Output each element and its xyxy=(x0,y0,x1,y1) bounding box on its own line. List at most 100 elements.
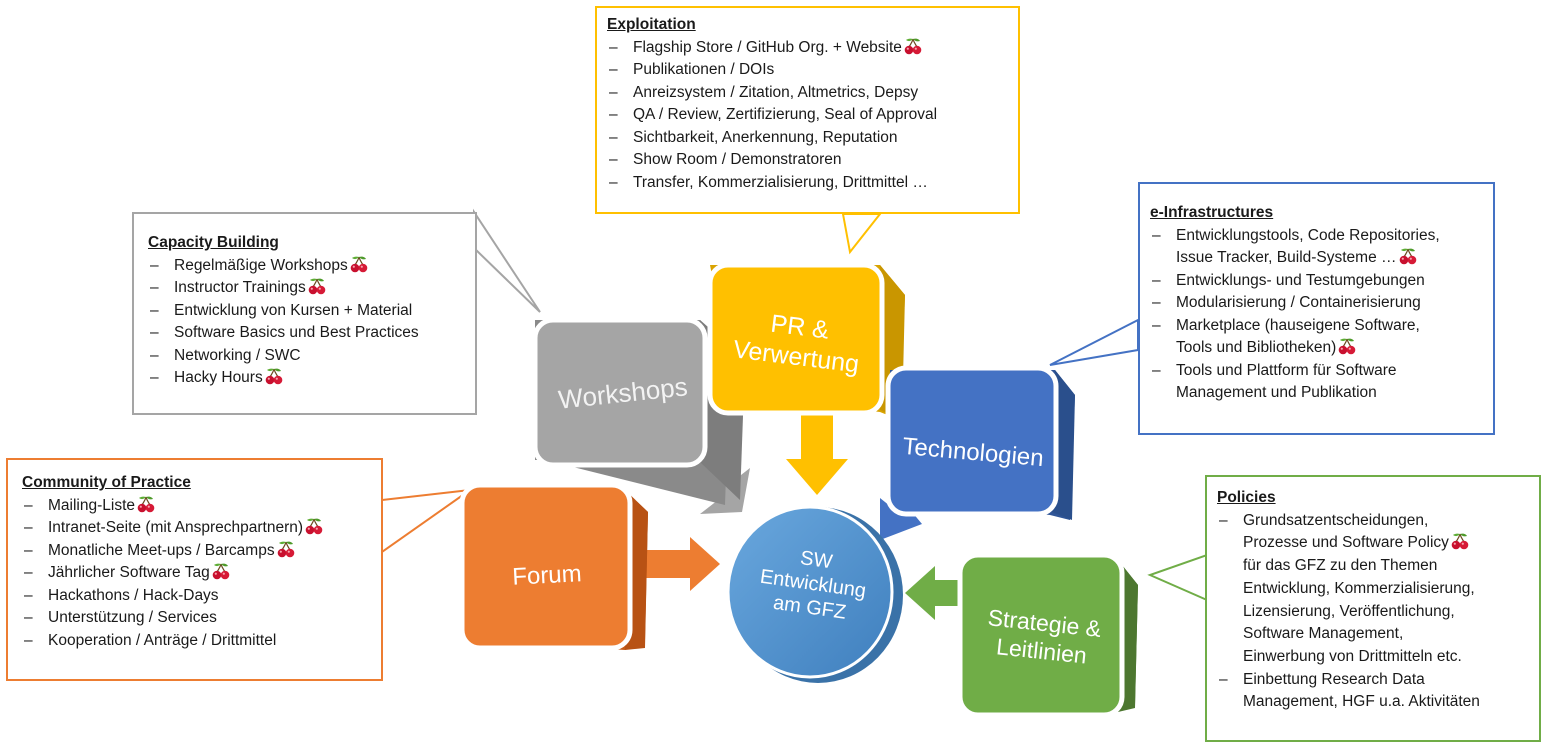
center-circle[interactable] xyxy=(726,505,903,683)
capacity-item-text: Instructor Trainings xyxy=(174,279,306,296)
exploitation-item-text: Transfer, Kommerzialisierung, Drittmitte… xyxy=(633,173,928,191)
community-list-item: Hackathons / Hack-Days xyxy=(22,585,373,608)
capacity-list: Regelmäßige WorkshopsInstructor Training… xyxy=(148,255,465,390)
einfra-list-item: Marketplace (hauseigene Software, Tools u… xyxy=(1150,315,1485,360)
community-list: Mailing-ListeIntranet-Seite (mit Ansprec… xyxy=(22,495,373,653)
capacity-list-item: Hacky Hours xyxy=(148,367,465,390)
einfra-list-item: Tools und Plattform für SoftwareManageme… xyxy=(1150,360,1485,405)
policies-item-text: Entwicklung, Kommerzialisierung, xyxy=(1243,579,1475,597)
cherry-icon xyxy=(277,541,294,557)
community-list-item: Mailing-Liste xyxy=(22,495,373,518)
einfra-item-text: Marketplace (hauseigene Software, xyxy=(1176,316,1420,334)
exploitation-list: Flagship Store / GitHub Org. + WebsitePu… xyxy=(607,37,1008,195)
policies-item-text: Prozesse und Software Policy xyxy=(1243,534,1449,552)
community-title: Community of Practice xyxy=(22,474,191,491)
policies-item-text: Software Management, xyxy=(1243,625,1404,643)
exploitation-title: Exploitation xyxy=(607,16,696,33)
exploitation-item-text: Show Room / Demonstratoren xyxy=(633,151,842,168)
cherry-icon xyxy=(212,563,229,580)
einfra-item-text: Issue Tracker, Build-Systeme … xyxy=(1176,249,1397,266)
einfra-item-text: Tools und Plattform für Software xyxy=(1176,361,1397,379)
einfra-callout: e-Infrastructures Entwicklungstools, Cod… xyxy=(1138,182,1495,435)
cherry-icon xyxy=(308,278,326,295)
policies-title: Policies xyxy=(1217,489,1276,506)
strategie-arrow xyxy=(905,566,965,620)
community-item-text: Intranet-Seite (mit Ansprechpartnern) xyxy=(48,519,304,536)
exploitation-item-text: Publikationen / DOIs xyxy=(633,61,775,78)
pr-block[interactable] xyxy=(707,262,905,420)
forum-arrow xyxy=(640,537,720,591)
cherry-icon xyxy=(350,256,368,272)
capacity-title: Capacity Building xyxy=(148,234,279,251)
capacity-item-text: Networking / SWC xyxy=(174,346,301,364)
exploitation-list-item: Flagship Store / GitHub Org. + Website xyxy=(607,37,1008,60)
capacity-list-item: Regelmäßige Workshops xyxy=(148,255,465,278)
technologien-block[interactable] xyxy=(885,365,1075,520)
einfra-list-item: Entwicklungstools, Code Repositories, Iss… xyxy=(1150,225,1485,270)
community-callout: Community of Practice Mailing-ListeIntra… xyxy=(6,458,383,681)
policies-item-text: Grundsatzentscheidungen, xyxy=(1243,511,1429,529)
capacity-pointer xyxy=(473,208,541,313)
cherry-icon xyxy=(1399,248,1416,265)
policies-item-text: Einwerbung von Drittmitteln etc. xyxy=(1243,647,1462,665)
exploitation-list-item: Anreizsystem / Zitation, Altmetrics, Dep… xyxy=(607,82,1008,105)
community-item-text: Hackathons / Hack-Days xyxy=(48,586,219,604)
capacity-list-item: Instructor Trainings xyxy=(148,277,465,300)
capacity-list-item: Software Basics und Best Practices xyxy=(148,322,465,345)
policies-list-item: Grundsatzentscheidungen, Prozesse und Sof… xyxy=(1217,510,1533,669)
community-item-text: Kooperation / Anträge / Drittmittel xyxy=(48,631,277,649)
einfra-list-item: Modularisierung / Containerisierung xyxy=(1150,292,1485,315)
cherry-icon xyxy=(1451,533,1469,550)
einfra-title: e-Infrastructures xyxy=(1150,204,1274,221)
exploitation-list-item: Sichtbarkeit, Anerkennung, Reputation xyxy=(607,127,1008,150)
capacity-callout: Capacity Building Regelmäßige WorkshopsI… xyxy=(132,212,477,415)
community-pointer xyxy=(381,489,471,554)
community-list-item: Kooperation / Anträge / Drittmittel xyxy=(22,630,373,653)
capacity-item-text: Entwicklung von Kursen + Material xyxy=(174,301,413,319)
community-list-item: Monatliche Meet-ups / Barcamps xyxy=(22,540,373,563)
community-item-text: Unterstützung / Services xyxy=(48,609,217,626)
cherry-icon xyxy=(1338,338,1356,355)
einfra-item-text: Entwicklungs- und Testumgebungen xyxy=(1176,271,1425,289)
capacity-list-item: Networking / SWC xyxy=(148,345,465,368)
community-list-item: Jährlicher Software Tag xyxy=(22,562,373,585)
einfra-list-item: Entwicklungs- und Testumgebungen xyxy=(1150,270,1485,293)
policies-item-text: Lizensierung, Veröffentlichung, xyxy=(1243,602,1455,620)
einfra-item-text: Tools und Bibliotheken) xyxy=(1176,339,1337,356)
exploitation-callout: Exploitation Flagship Store / GitHub Org… xyxy=(595,6,1020,214)
exploitation-list-item: Show Room / Demonstratoren xyxy=(607,149,1008,172)
exploitation-list-item: QA / Review, Zertifizierung, Seal of App… xyxy=(607,104,1008,127)
exploitation-item-text: Anreizsystem / Zitation, Altmetrics, Dep… xyxy=(633,83,919,101)
exploitation-list-item: Publikationen / DOIs xyxy=(607,59,1008,82)
exploitation-pointer xyxy=(841,213,883,255)
policies-item-text: für das GFZ zu den Themen xyxy=(1243,557,1438,575)
community-item-text: Mailing-Liste xyxy=(48,496,136,514)
policies-item-text: Management, HGF u.a. Aktivitäten xyxy=(1243,693,1480,711)
pr-arrow xyxy=(786,414,848,495)
cherry-icon xyxy=(265,368,283,385)
community-list-item: Intranet-Seite (mit Ansprechpartnern) xyxy=(22,517,373,540)
policies-item-text: Einbettung Research Data xyxy=(1243,670,1425,688)
einfra-pointer xyxy=(1049,318,1139,366)
strategie-block[interactable] xyxy=(957,552,1138,718)
exploitation-item-text: Sichtbarkeit, Anerkennung, Reputation xyxy=(633,128,898,146)
einfra-item-text: Modularisierung / Containerisierung xyxy=(1176,294,1421,311)
exploitation-item-text: QA / Review, Zertifizierung, Seal of App… xyxy=(633,106,938,123)
community-item-text: Jährlicher Software Tag xyxy=(48,564,210,581)
community-item-text: Monatliche Meet-ups / Barcamps xyxy=(48,541,275,559)
einfra-item-text: Entwicklungstools, Code Repositories, xyxy=(1176,226,1440,244)
policies-callout: Policies Grundsatzentscheidungen, Prozess… xyxy=(1205,475,1541,742)
capacity-item-text: Regelmäßige Workshops xyxy=(174,256,348,274)
exploitation-item-text: Flagship Store / GitHub Org. + Website xyxy=(633,38,902,56)
cherry-icon xyxy=(137,496,155,512)
capacity-item-text: Software Basics und Best Practices xyxy=(174,324,419,341)
capacity-item-text: Hacky Hours xyxy=(174,369,263,386)
cherry-icon xyxy=(305,518,323,535)
policies-list: Grundsatzentscheidungen, Prozesse und Sof… xyxy=(1217,510,1533,714)
policies-pointer xyxy=(1147,553,1208,602)
exploitation-list-item: Transfer, Kommerzialisierung, Drittmitte… xyxy=(607,172,1008,195)
capacity-list-item: Entwicklung von Kursen + Material xyxy=(148,300,465,323)
forum-block[interactable] xyxy=(459,482,648,651)
